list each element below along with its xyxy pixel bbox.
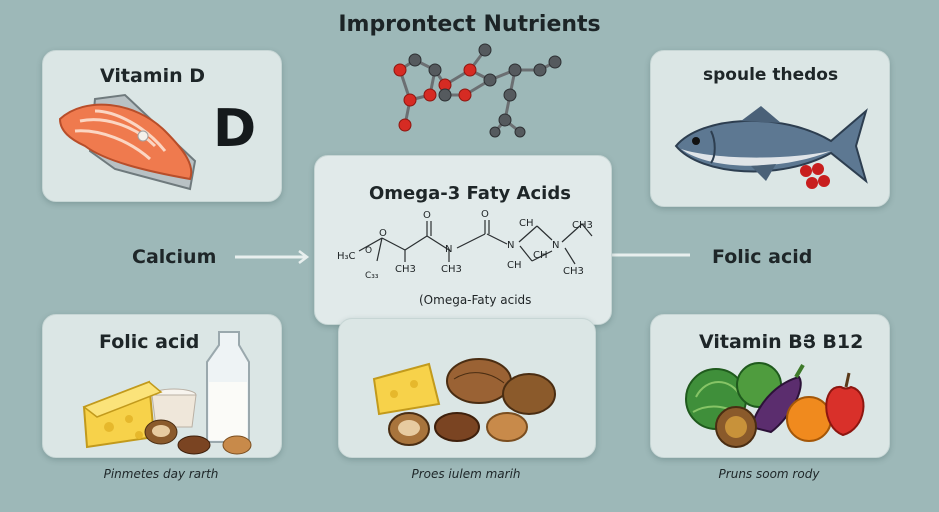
omega-title: Omega-3 Faty Acids bbox=[369, 183, 571, 204]
omega-card: Omega-3 Faty Acids H₃C O O O bbox=[314, 155, 612, 325]
fish-card: spoule thedos bbox=[650, 50, 890, 207]
formula-c33: C₃₃ bbox=[365, 271, 379, 281]
folic-acid-right-label: Folic acid bbox=[712, 246, 813, 268]
berries-icon bbox=[800, 163, 830, 189]
calcium-arrow bbox=[235, 250, 310, 264]
formula-ch3-4: CH3 bbox=[563, 266, 584, 277]
fish-card-title: spoule thedos bbox=[703, 65, 839, 85]
vitamin-d-title: Vitamin D bbox=[100, 65, 206, 87]
vitamin-d-card: Vitamin D D bbox=[42, 50, 282, 202]
folic-acid-title: Folic acid bbox=[99, 331, 200, 353]
nuts-caption: Proes iulem marih bbox=[411, 467, 521, 481]
formula-ch-2: CH bbox=[533, 250, 548, 261]
formula-ch-1: CH bbox=[519, 218, 534, 229]
formula-ch-3: CH bbox=[507, 260, 522, 271]
formula-o4: O bbox=[365, 246, 372, 256]
vegetables-fruits-icon bbox=[685, 362, 865, 448]
dairy-foods-icon bbox=[82, 331, 252, 455]
formula-ch3-3: CH3 bbox=[572, 220, 593, 231]
omega-subtitle: (Omega-Faty acids bbox=[419, 293, 532, 307]
formula-h3c: H₃C bbox=[337, 251, 356, 262]
vitamin-b12-title: Vitamin BՅ B12 bbox=[699, 331, 864, 353]
page-title: Improntect Nutrients bbox=[338, 12, 601, 37]
vitamin-b12-card: Vitamin BՅ B12 bbox=[650, 314, 890, 458]
omega-structural-formula: H₃C O O O O CH3 N CH3 N CH CH CH N CH3 C… bbox=[337, 209, 593, 281]
formula-n2: N bbox=[507, 240, 514, 251]
formula-o3: O bbox=[481, 209, 489, 220]
folic-connector-line bbox=[610, 253, 690, 257]
folic-acid-card: Folic acid bbox=[42, 314, 282, 458]
salmon-steak-icon bbox=[58, 93, 197, 191]
formula-o2: O bbox=[423, 210, 431, 221]
fish-icon bbox=[674, 106, 868, 184]
vitamin-d-letter: D bbox=[213, 99, 257, 159]
formula-o1: O bbox=[379, 228, 387, 239]
molecule-illustration bbox=[393, 43, 562, 138]
vitamin-b12-caption: Pruns soom rody bbox=[718, 467, 820, 481]
formula-n1: N bbox=[445, 244, 452, 255]
folic-acid-caption: Pinmetes day rarth bbox=[103, 467, 219, 481]
nuts-and-cheese-icon bbox=[372, 358, 556, 446]
calcium-label: Calcium bbox=[132, 246, 217, 268]
formula-n3: N bbox=[552, 240, 559, 251]
formula-ch3-2: CH3 bbox=[441, 264, 462, 275]
nuts-card bbox=[338, 318, 596, 458]
formula-ch3-1: CH3 bbox=[395, 264, 416, 275]
